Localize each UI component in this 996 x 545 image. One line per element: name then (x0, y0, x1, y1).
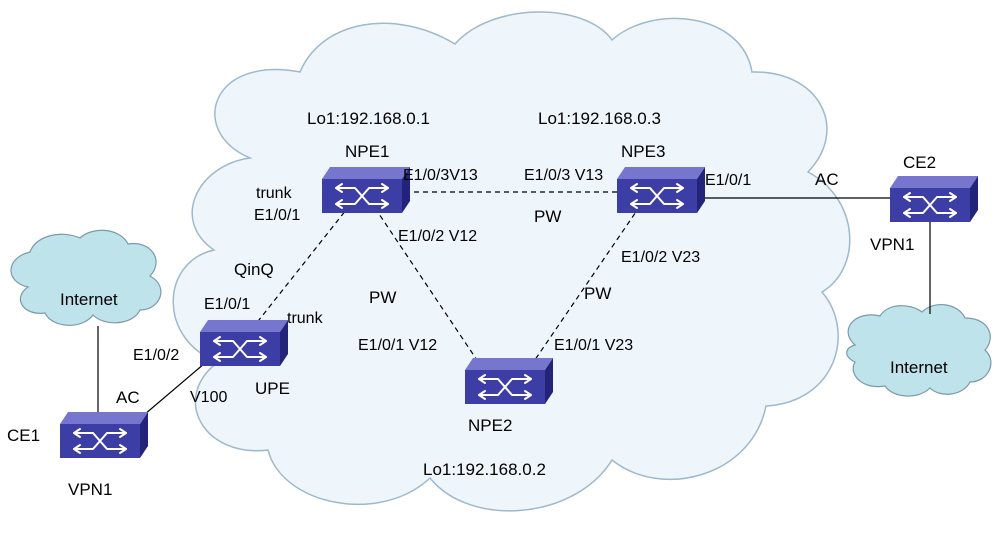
upe-vlan-label: V100 (190, 389, 227, 406)
npe3-name-label: NPE3 (621, 142, 665, 161)
ce2-vpn-label: VPN1 (870, 235, 914, 254)
npe1-loopback-label: Lo1:192.168.0.1 (307, 109, 430, 128)
upe-switch[interactable] (200, 320, 288, 366)
npe2-port-to-npe1: E1/0/1 V12 (358, 337, 437, 354)
npe3-port-to-npe1: E1/0/3 V13 (524, 167, 603, 184)
npe2-port-to-npe3: E1/0/1 V23 (554, 337, 633, 354)
upe-name-label: UPE (255, 379, 290, 398)
upe-port-e101: E1/0/1 (204, 296, 250, 313)
link-npe3-npe2-pw (527, 205, 641, 371)
ce2-switch[interactable] (890, 176, 978, 222)
network-switch-icon (465, 358, 553, 404)
network-switch-icon (617, 167, 705, 213)
ac-label-left: AC (116, 388, 140, 407)
npe1-port-e101: E1/0/1 (254, 207, 300, 224)
pw-label-npe3-npe2: PW (584, 284, 611, 303)
internet-left-label: Internet (60, 290, 118, 309)
pw-label-npe1-npe3: PW (534, 207, 561, 226)
ce2-name-label: CE2 (903, 153, 936, 172)
npe2-loopback-label: Lo1:192.168.0.2 (423, 460, 546, 479)
ce1-vpn-label: VPN1 (68, 480, 112, 499)
pw-label-npe1-npe2: PW (369, 288, 396, 307)
link-npe1-npe2-pw (374, 207, 486, 373)
npe2-name-label: NPE2 (468, 416, 512, 435)
link-npe1-upe-qinq (254, 204, 351, 326)
ac-label-right: AC (815, 170, 839, 189)
ce1-name-label: CE1 (7, 426, 40, 445)
network-switch-icon (890, 176, 978, 222)
npe3-loopback-label: Lo1:192.168.0.3 (538, 109, 661, 128)
npe1-name-label: NPE1 (345, 142, 389, 161)
upe-trunk-label: trunk (287, 310, 324, 327)
npe1-port-to-npe2: E1/0/2 V12 (398, 228, 477, 245)
ce1-switch[interactable] (60, 412, 148, 458)
internet-cloud-left (10, 229, 162, 326)
npe3-port-to-npe2: E1/0/2 V23 (621, 249, 700, 266)
npe2-switch[interactable] (465, 358, 553, 404)
qinq-label: QinQ (234, 260, 274, 279)
mpls-network-cloud (172, 11, 851, 512)
network-switch-icon (200, 320, 288, 366)
npe3-port-e101: E1/0/1 (705, 172, 751, 189)
npe1-port-to-npe3: E1/0/3V13 (403, 167, 478, 184)
npe3-switch[interactable] (617, 167, 705, 213)
internet-cloud-right (846, 304, 992, 397)
npe1-switch[interactable] (322, 167, 410, 213)
links (97, 191, 931, 421)
internet-right-label: Internet (890, 358, 948, 377)
npe1-trunk-label: trunk (256, 185, 293, 202)
upe-port-e102: E1/0/2 (133, 347, 179, 364)
network-switch-icon (322, 167, 410, 213)
network-switch-icon (60, 412, 148, 458)
